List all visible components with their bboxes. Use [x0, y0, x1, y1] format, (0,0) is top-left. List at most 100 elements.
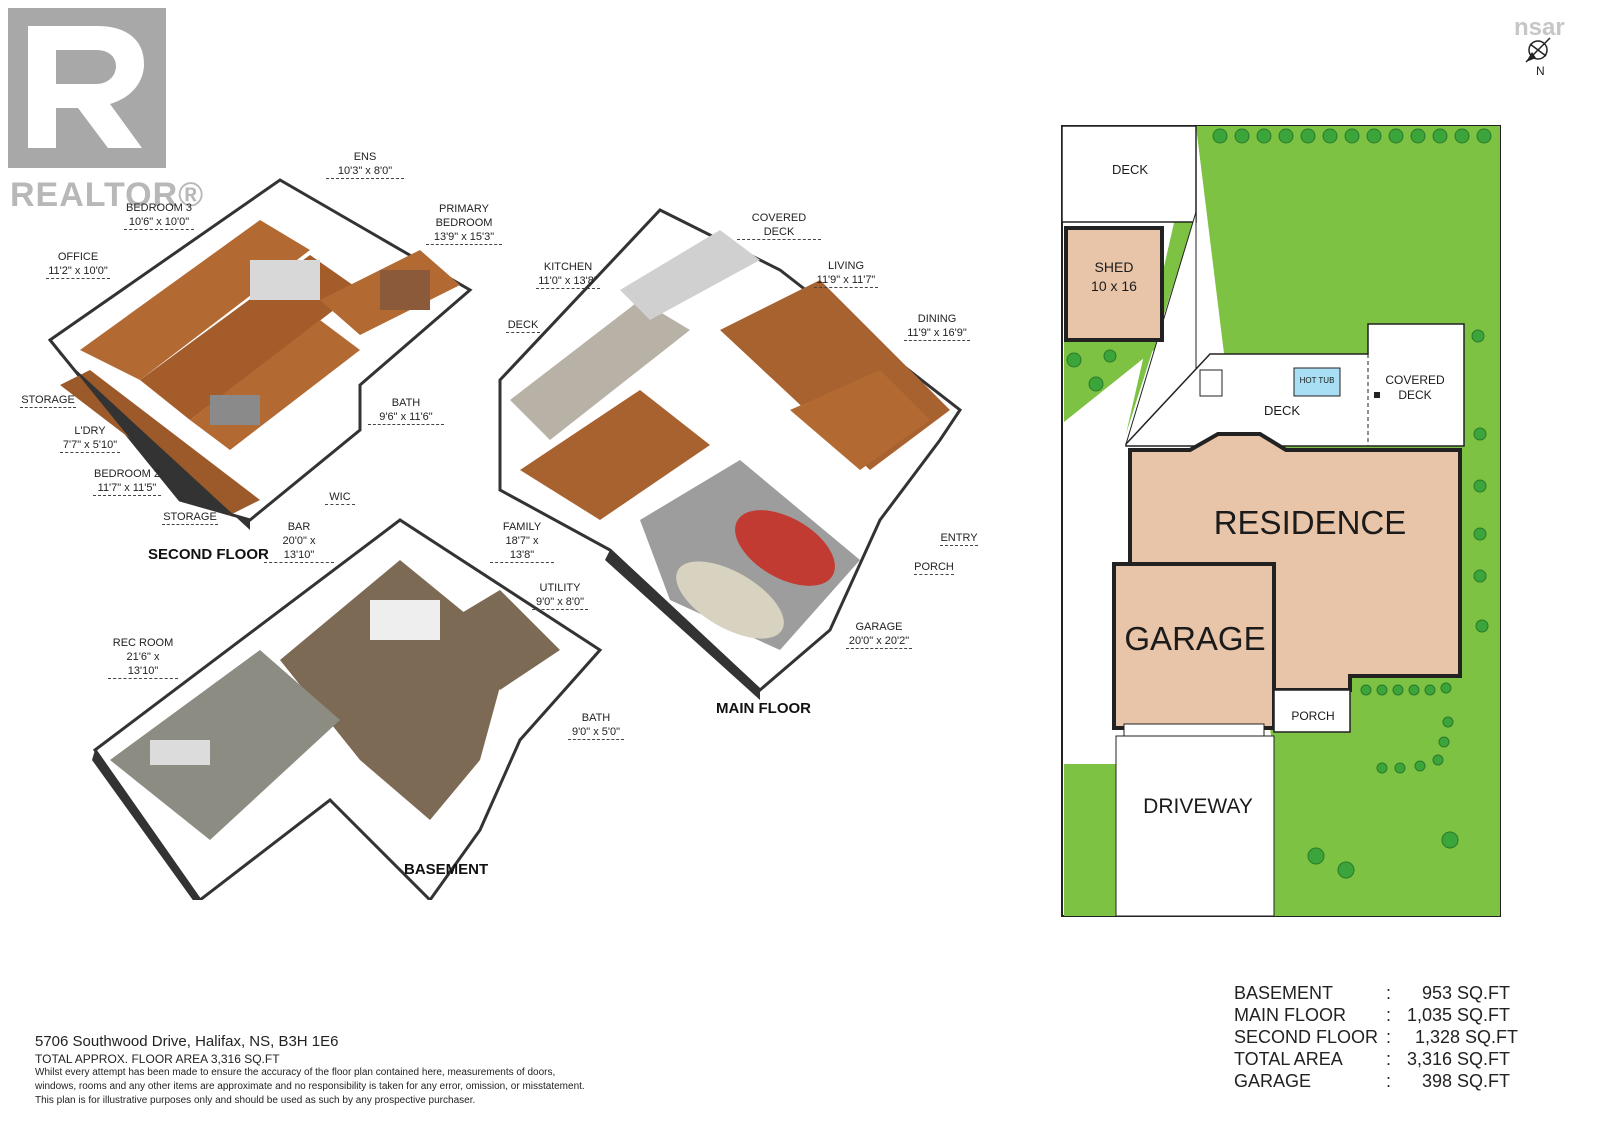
room-name: REC ROOM [112, 637, 174, 649]
site-shed-label: SHED [1094, 259, 1134, 275]
room-label-bedroom-3: BEDROOM 3 10'6" x 10'0" [124, 201, 194, 230]
nsar-wordmark: nsar [1514, 14, 1565, 41]
area-label: GARAGE [1234, 1071, 1312, 1091]
area-separator: : [1386, 1071, 1392, 1091]
site-hot-tub-label: HOT TUB [1299, 376, 1335, 385]
compass-icon [1525, 37, 1551, 63]
room-label-laundry: L'DRY 7'7" x 5'10" [60, 424, 120, 453]
site-deck-top-label: DECK [1111, 162, 1149, 177]
room-dimensions: 11'9" x 11'7" [814, 273, 878, 288]
nsar-logo: nsar N [1510, 10, 1590, 84]
room-label-rec-room: REC ROOM 21'6" x 13'10" [108, 636, 178, 679]
room-dimensions: 11'7" x 11'5" [93, 481, 161, 496]
room-dimensions: 9'6" x 11'6" [368, 410, 444, 425]
room-dimensions: 11'9" x 16'9" [904, 326, 970, 341]
second-floor-plan [47, 178, 473, 530]
room-name: PRIMARY BEDROOM [435, 203, 493, 229]
site-covered-label-2: DECK [1398, 388, 1432, 402]
room-name: BATH [581, 712, 611, 724]
room-name: ENTRY [940, 532, 978, 546]
room-dimensions: 10'3" x 8'0" [326, 164, 404, 179]
area-row: GARAGE : 398 SQ.FT [1234, 1071, 1524, 1093]
site-garage-label: GARAGE [1124, 620, 1266, 657]
area-row: MAIN FLOOR : 1,035 SQ.FT [1234, 1005, 1524, 1027]
area-value: 1,328 SQ.FT [1414, 1027, 1518, 1047]
room-label-living: LIVING 11'9" x 11'7" [814, 259, 878, 288]
room-dimensions: 11'2" x 10'0" [46, 264, 110, 279]
room-name: PORCH [914, 561, 954, 575]
room-dimensions: 10'6" x 10'0" [124, 215, 194, 230]
room-label-bath-second: BATH 9'6" x 11'6" [368, 396, 444, 425]
room-label-bar: BAR 20'0" x 13'10" [264, 520, 334, 563]
property-address: 5706 Southwood Drive, Halifax, NS, B3H 1… [35, 1033, 339, 1050]
room-name: ENS [353, 151, 377, 163]
site-deck-label: DECK [1263, 403, 1301, 418]
room-name: STORAGE [20, 394, 76, 408]
main-floor-plan [498, 208, 963, 700]
area-separator: : [1386, 983, 1392, 1003]
room-label-office: OFFICE 11'2" x 10'0" [46, 250, 110, 279]
compass-north-label: N [1536, 64, 1545, 78]
realtor-logo: REALTOR® [8, 8, 203, 214]
disclaimer-line-1: Whilst every attempt has been made to en… [35, 1067, 556, 1078]
area-row: TOTAL AREA : 3,316 SQ.FT [1234, 1049, 1524, 1071]
room-dimensions: 9'0" x 5'0" [568, 725, 624, 740]
room-name: DECK [506, 319, 540, 333]
room-label-kitchen: KITCHEN 11'0" x 13'8" [536, 260, 600, 289]
room-name: UTILITY [539, 582, 581, 594]
area-value: 3,316 SQ.FT [1406, 1049, 1510, 1069]
room-name: LIVING [827, 260, 865, 272]
room-name: L'DRY [74, 425, 106, 437]
room-dimensions: 11'0" x 13'8" [536, 274, 600, 289]
floor-plans-illustration [47, 178, 963, 900]
room-name: WIC [325, 490, 355, 505]
disclaimer-line-3: This plan is for illustrative purposes o… [35, 1095, 476, 1106]
room-name: GARAGE [855, 621, 903, 633]
room-dimensions: 13'9" x 15'3" [426, 230, 502, 245]
room-name: BEDROOM 3 [125, 202, 192, 214]
realtor-logo-mark [8, 8, 166, 168]
room-label-storage-2: STORAGE [162, 510, 218, 525]
room-name: COVERED DECK [737, 211, 821, 240]
area-row: BASEMENT : 953 SQ.FT [1234, 983, 1524, 1005]
room-label-garage: GARAGE 20'0" x 20'2" [846, 620, 912, 649]
area-summary-table: BASEMENT : 953 SQ.FT MAIN FLOOR : 1,035 … [1234, 983, 1524, 1093]
room-dimensions: 20'0" x 13'10" [264, 534, 334, 563]
room-name: DINING [917, 313, 957, 325]
second-floor-title: SECOND FLOOR [148, 546, 269, 563]
room-label-dining: DINING 11'9" x 16'9" [904, 312, 970, 341]
site-porch-label: PORCH [1291, 709, 1335, 723]
area-row: SECOND FLOOR : 1,328 SQ.FT [1234, 1027, 1524, 1049]
room-label-storage-1: STORAGE [20, 393, 76, 408]
area-separator: : [1386, 1005, 1392, 1025]
room-name: BEDROOM 2 [93, 468, 160, 480]
area-value: 398 SQ.FT [1421, 1071, 1510, 1091]
total-floor-area-note: TOTAL APPROX. FLOOR AREA 3,316 SQ.FT [35, 1052, 280, 1066]
room-dimensions: 18'7" x 13'8" [490, 534, 554, 563]
room-label-covered-deck: COVERED DECK [737, 211, 821, 240]
room-label-wic: WIC [325, 490, 355, 505]
realtor-wordmark: REALTOR® [10, 176, 205, 214]
room-label-ens: ENS 10'3" x 8'0" [326, 150, 404, 179]
room-dimensions: 21'6" x 13'10" [108, 650, 178, 679]
area-label: MAIN FLOOR [1234, 1005, 1347, 1025]
room-dimensions: 20'0" x 20'2" [846, 634, 912, 649]
room-label-porch: PORCH [914, 560, 954, 575]
room-label-family: FAMILY 18'7" x 13'8" [490, 520, 554, 563]
area-value: 953 SQ.FT [1421, 983, 1510, 1003]
room-label-entry: ENTRY [940, 531, 978, 546]
disclaimer-line-2: windows, rooms and any other items are a… [35, 1081, 585, 1092]
basement-title: BASEMENT [404, 861, 489, 878]
room-name: FAMILY [502, 521, 542, 533]
room-name: KITCHEN [543, 261, 593, 273]
area-label: TOTAL AREA [1234, 1049, 1343, 1069]
area-separator: : [1386, 1049, 1392, 1069]
site-residence-label: RESIDENCE [1213, 504, 1407, 541]
room-dimensions: 7'7" x 5'10" [60, 438, 120, 453]
site-covered-label-1: COVERED [1385, 373, 1445, 387]
area-label: BASEMENT [1234, 983, 1334, 1003]
room-name: STORAGE [162, 511, 218, 525]
room-name: OFFICE [57, 251, 99, 263]
room-label-utility: UTILITY 9'0" x 8'0" [532, 581, 588, 610]
room-dimensions: 9'0" x 8'0" [532, 595, 588, 610]
